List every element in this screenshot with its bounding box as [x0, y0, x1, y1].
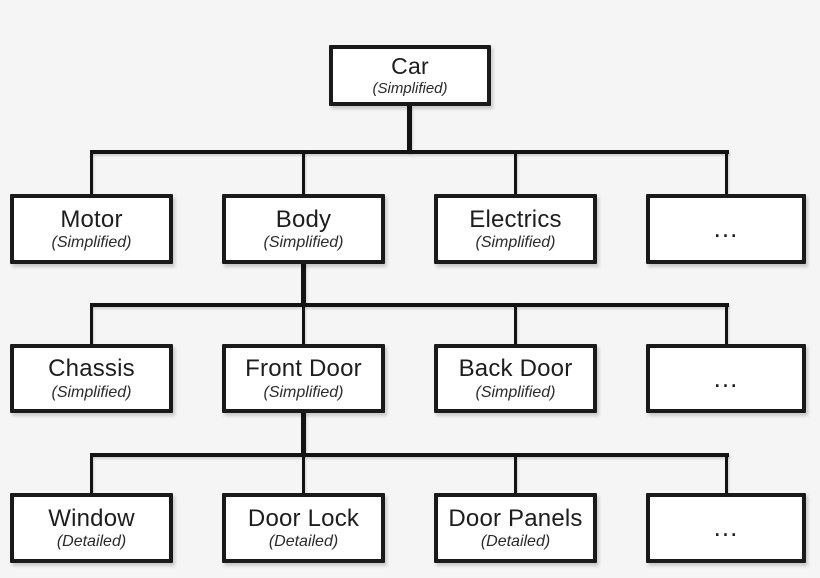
connector-feed-body — [301, 262, 306, 305]
connector-drop-door-lock — [302, 453, 305, 497]
connector-drop-back-door — [514, 303, 517, 348]
connector-bus-level4 — [90, 453, 729, 457]
node-subtitle: (Simplified) — [475, 234, 556, 252]
node-ellipsis-level2: ... — [646, 194, 806, 264]
node-title: Door Panels — [448, 504, 583, 532]
connector-drop-motor — [90, 150, 93, 198]
node-title: ... — [713, 362, 739, 393]
node-title: Front Door — [245, 355, 362, 383]
connector-drop-body — [302, 150, 305, 198]
connector-drop-chassis — [90, 303, 93, 348]
node-ellipsis-level4: ... — [646, 493, 806, 563]
connector-feed-front-door — [301, 411, 306, 455]
connector-drop-electrics — [514, 150, 517, 198]
connector-drop-door-panels — [514, 453, 517, 497]
connector-drop-ellipsis-level4 — [725, 453, 728, 497]
connector-drop-ellipsis-level2 — [725, 150, 728, 198]
node-subtitle: (Detailed) — [56, 533, 127, 551]
node-subtitle: (Simplified) — [51, 383, 132, 401]
connector-bus-level3 — [90, 303, 729, 307]
node-title: Window — [48, 504, 135, 532]
node-subtitle: (Simplified) — [263, 234, 344, 252]
node-chassis: Chassis (Simplified) — [10, 344, 173, 413]
node-body: Body (Simplified) — [222, 194, 385, 264]
node-title: Body — [275, 205, 332, 233]
node-title: Car — [391, 53, 429, 80]
node-subtitle: (Simplified) — [372, 79, 448, 97]
node-title: ... — [713, 213, 739, 244]
node-ellipsis-level3: ... — [646, 344, 806, 413]
connector-drop-ellipsis-level3 — [725, 303, 728, 348]
node-title: Electrics — [469, 205, 562, 233]
node-subtitle: (Detailed) — [480, 533, 551, 551]
node-subtitle: (Simplified) — [475, 383, 556, 401]
connector-bus-level2 — [90, 150, 729, 154]
node-electrics: Electrics (Simplified) — [434, 194, 597, 264]
node-front-door: Front Door (Simplified) — [222, 344, 385, 413]
node-door-panels: Door Panels (Detailed) — [434, 493, 597, 563]
node-back-door: Back Door (Simplified) — [434, 344, 597, 413]
node-car: Car (Simplified) — [329, 45, 491, 106]
node-title: Door Lock — [247, 504, 360, 532]
connector-drop-front-door — [302, 303, 305, 348]
node-subtitle: (Simplified) — [263, 383, 344, 401]
connector-feed-car — [407, 106, 412, 152]
node-title: ... — [713, 512, 739, 543]
node-door-lock: Door Lock (Detailed) — [222, 493, 385, 563]
node-title: Back Door — [458, 355, 573, 383]
connector-drop-window — [90, 453, 93, 497]
node-motor: Motor (Simplified) — [10, 194, 173, 264]
node-title: Chassis — [48, 355, 135, 383]
node-subtitle: (Detailed) — [268, 533, 339, 551]
node-window: Window (Detailed) — [10, 493, 173, 563]
node-subtitle: (Simplified) — [51, 234, 132, 252]
node-title: Motor — [60, 205, 123, 233]
